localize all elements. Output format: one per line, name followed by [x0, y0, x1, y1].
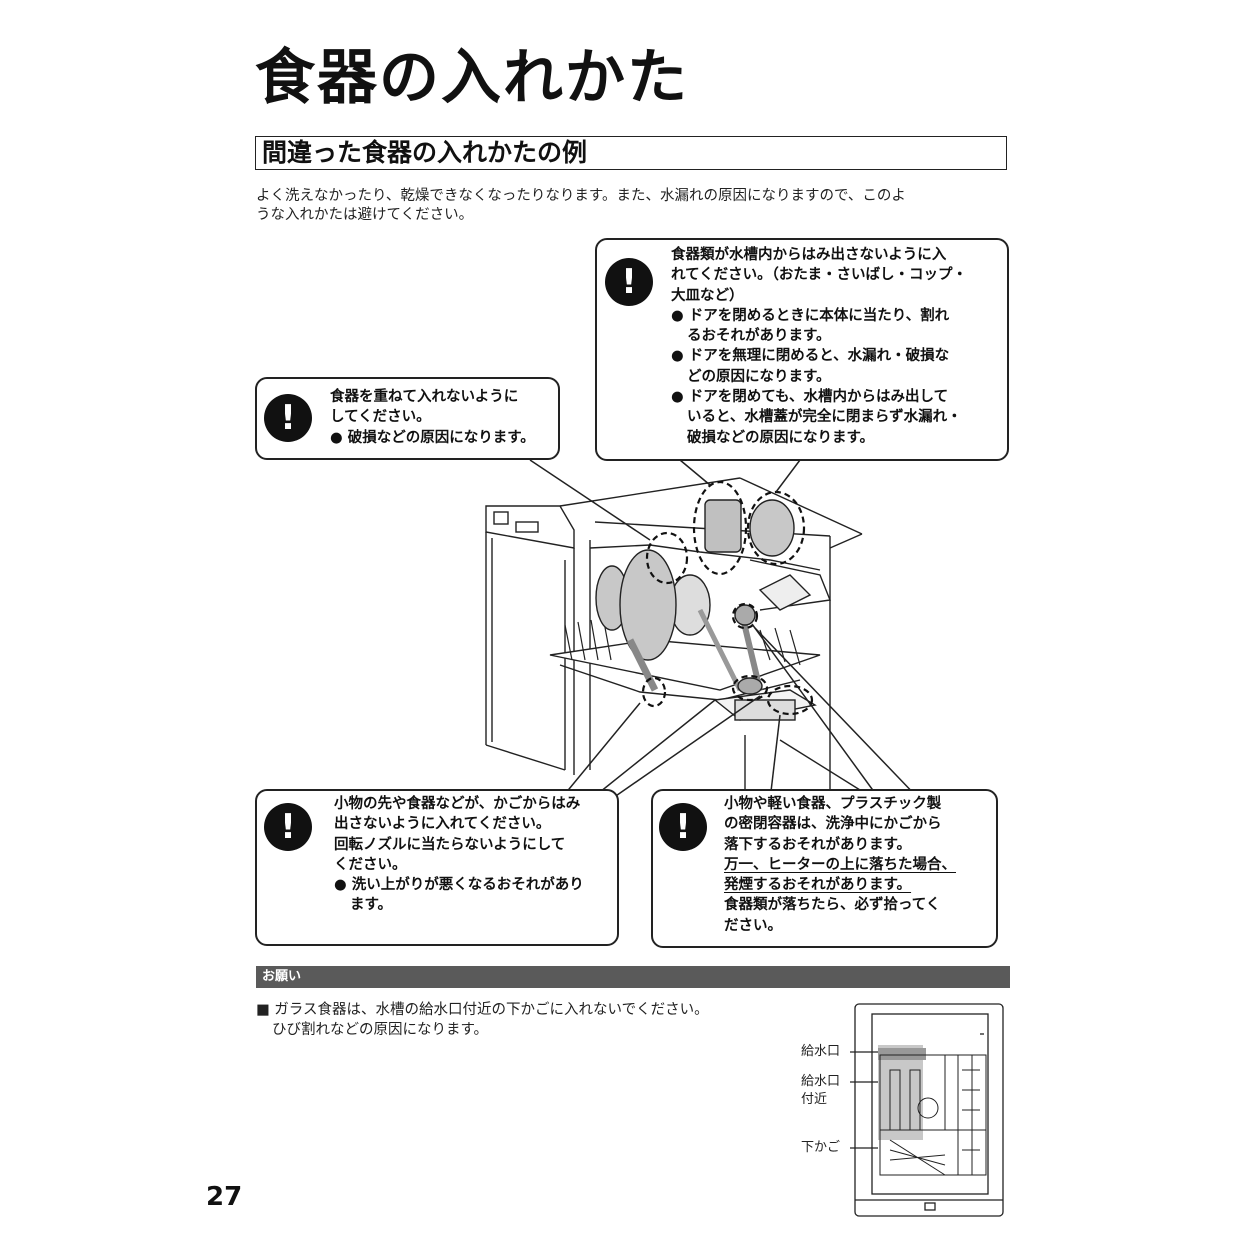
callout-line: れてください。（おたま・さいばし・コップ・	[671, 267, 967, 284]
callout-line-underlined: 発煙するおそれがあります。	[724, 877, 912, 894]
callout-line: 小物の先や食器などが、かごからはみ	[334, 796, 581, 812]
callout-bullet-cont: るおそれがあります。	[687, 328, 831, 345]
note-label: お願い	[262, 969, 302, 984]
callout-bullet: ● ドアを無理に閉めると、水漏れ・破損な	[671, 348, 950, 365]
section-subtitle: 間違った食器の入れかたの例	[262, 138, 588, 167]
intro-line: よく洗えなかったり、乾燥できなくなったりなります。また、水漏れの原因になりますの…	[256, 188, 906, 204]
callout-text: 小物や軽い食器、プラスチック製 の密閉容器は、洗浄中にかごから 落下するおそれが…	[724, 794, 994, 936]
page-number: 27	[206, 1182, 243, 1212]
callout-bullet: ● ドアを閉めるときに本体に当たり、割れ	[671, 307, 950, 324]
diagram-label-near-inlet: 給水口 付近	[801, 1073, 840, 1109]
diagram-label-line: 給水口	[801, 1074, 841, 1089]
callout-bullet-cont: どの原因になります。	[687, 368, 831, 385]
callout-bullet-cont: いると、水槽蓋が完全に閉まらず水漏れ・	[687, 409, 962, 426]
intro-line: うな入れかたは避けてください。	[256, 207, 474, 223]
lower-basket-diagram	[850, 1003, 1004, 1217]
callout-bullet-cont: 破損などの原因になります。	[687, 429, 875, 446]
callout-line: 大皿など）	[671, 287, 744, 304]
callout-line: ください。	[334, 856, 407, 873]
exclamation-warning-icon: !	[264, 394, 312, 442]
note-line: ■ ガラス食器は、水槽の給水口付近の下かごに入れないでください。	[256, 1002, 709, 1018]
callout-line-underlined: 万一、ヒーターの上に落ちた場合、	[724, 856, 956, 873]
subtitle-box	[255, 136, 1007, 170]
warning-callout-falling	[651, 789, 998, 948]
callout-bullet: ● ドアを閉めても、水槽内からはみ出して	[671, 389, 949, 406]
callout-text: 食器類が水槽内からはみ出さないように入 れてください。（おたま・さいばし・コップ…	[671, 245, 1001, 448]
callout-line: 小物や軽い食器、プラスチック製	[724, 796, 942, 812]
callout-text: 食器を重ねて入れないように してください。 ● 破損などの原因になります。	[330, 387, 558, 448]
callout-line: してください。	[330, 409, 431, 426]
note-header-bar	[256, 966, 1010, 988]
intro-text: よく洗えなかったり、乾燥できなくなったりなります。また、水漏れの原因になりますの…	[256, 187, 1016, 225]
diagram-label-lower-basket: 下かご	[801, 1140, 841, 1155]
warning-callout-protruding	[255, 789, 619, 946]
callout-text: 小物の先や食器などが、かごからはみ 出さないように入れてください。 回転ノズルに…	[334, 794, 616, 916]
callout-line: 食器類が落ちたら、必ず拾ってく	[724, 897, 941, 914]
note-line: ひび割れなどの原因になります。	[272, 1022, 489, 1038]
callout-line: の密閉容器は、洗浄中にかごから	[724, 816, 942, 833]
note-text: ■ ガラス食器は、水槽の給水口付近の下かごに入れないでください。 ひび割れなどの…	[256, 1000, 709, 1040]
callout-line: ださい。	[724, 917, 782, 934]
exclamation-warning-icon: !	[659, 803, 707, 851]
exclamation-warning-icon: !	[264, 803, 312, 851]
warning-callout-overflow	[595, 238, 1009, 461]
callout-bullet-cont: ます。	[350, 897, 393, 914]
callout-line: 出さないように入れてください。	[334, 816, 551, 833]
page-title: 食器の入れかた	[255, 43, 689, 113]
diagram-label-inlet: 給水口	[801, 1044, 841, 1059]
diagram-label-line: 付近	[801, 1092, 828, 1107]
callout-bullet: ● 破損などの原因になります。	[330, 429, 535, 446]
callout-line: 落下するおそれがあります。	[724, 836, 912, 853]
callout-bullet: ● 洗い上がりが悪くなるおそれがあり	[334, 877, 584, 894]
callout-line: 食器を重ねて入れないように	[330, 389, 519, 405]
callout-line: 食器類が水槽内からはみ出さないように入	[671, 247, 947, 263]
exclamation-warning-icon: !	[605, 258, 653, 306]
callout-line: 回転ノズルに当たらないようにして	[334, 836, 566, 853]
